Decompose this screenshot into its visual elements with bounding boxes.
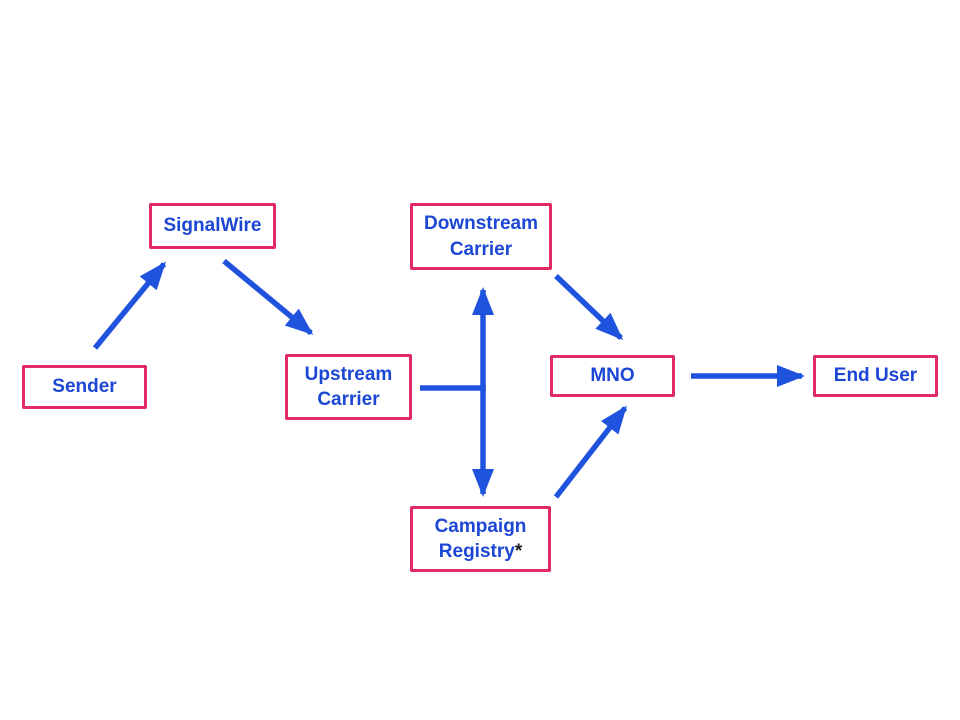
- campaign-registry-asterisk: *: [514, 541, 523, 562]
- node-campaign-registry-label: Campaign Registry*: [434, 515, 527, 562]
- node-upstream-carrier: Upstream Carrier: [285, 354, 412, 420]
- node-upstream-carrier-label: Upstream Carrier: [304, 363, 393, 410]
- node-sender-label: Sender: [52, 376, 117, 398]
- node-sender: Sender: [22, 365, 147, 409]
- node-downstream-carrier: Downstream Carrier: [410, 203, 552, 270]
- arrow-sender-to-signalwire: [92, 261, 167, 350]
- arrow-signalwire-to-upstream-carrier: [222, 258, 314, 336]
- node-end-user: End User: [813, 355, 938, 397]
- node-signalwire: SignalWire: [149, 203, 276, 249]
- node-signalwire-label: SignalWire: [163, 215, 262, 237]
- node-mno-label: MNO: [590, 365, 635, 387]
- node-end-user-label: End User: [833, 365, 918, 387]
- arrow-downstream-carrier-to-mno: [554, 274, 624, 341]
- node-campaign-registry: Campaign Registry*: [410, 506, 551, 572]
- node-downstream-carrier-label: Downstream Carrier: [423, 213, 539, 260]
- arrow-campaign-registry-to-mno: [553, 405, 628, 499]
- node-mno: MNO: [550, 355, 675, 397]
